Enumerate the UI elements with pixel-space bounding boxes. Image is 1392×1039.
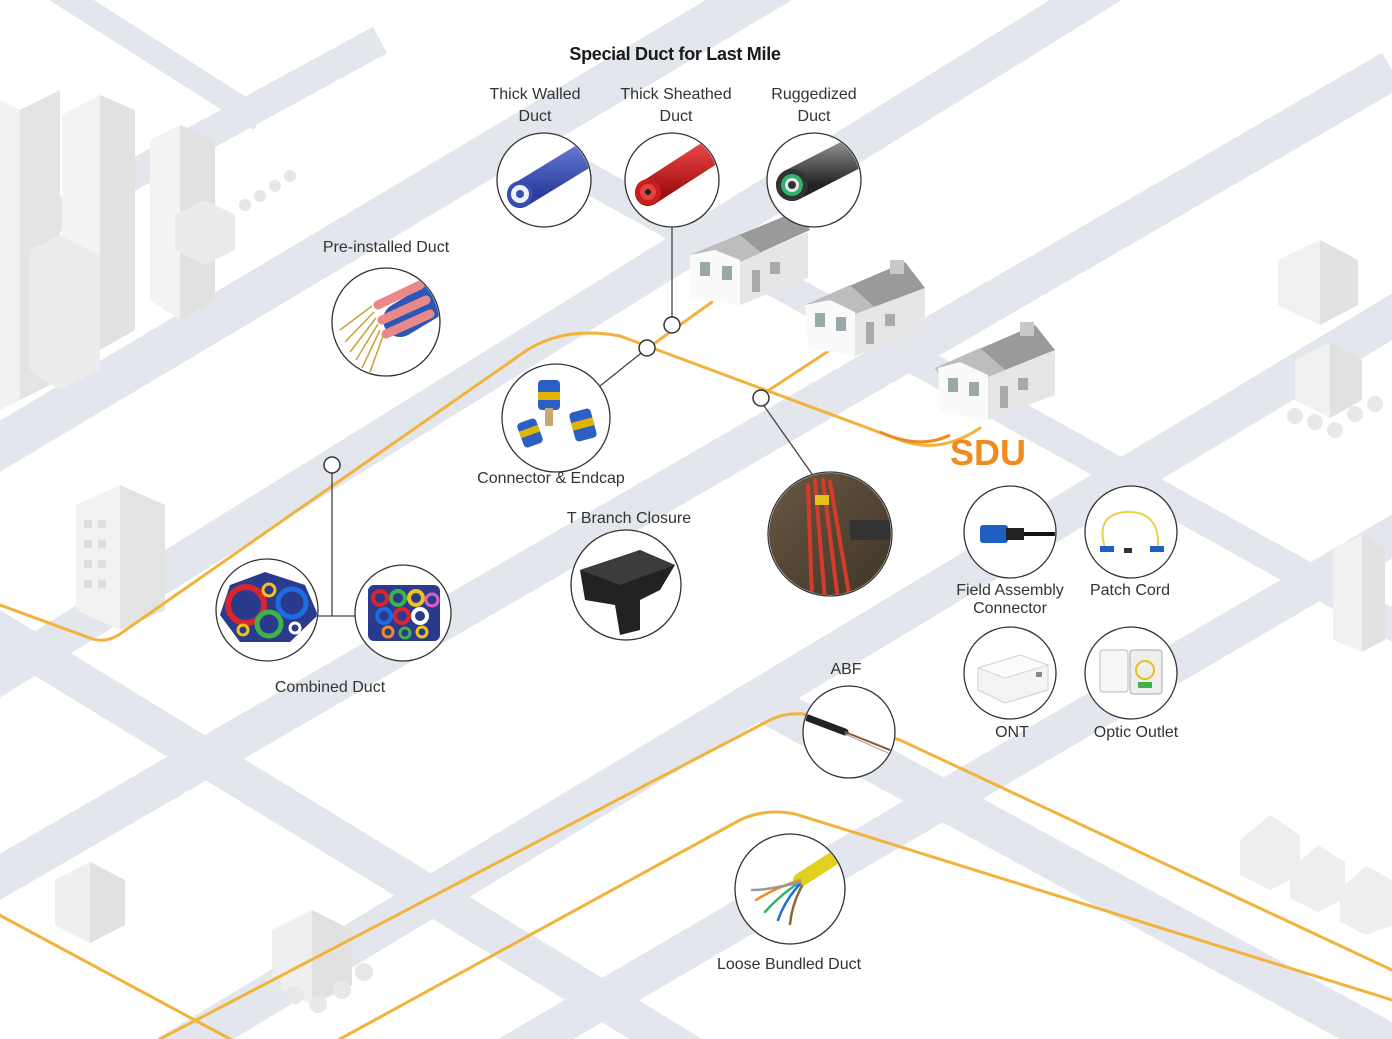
house-1 (690, 210, 810, 305)
label-optic-outlet: Optic Outlet (1093, 724, 1179, 741)
houses (690, 210, 1055, 420)
sdu-route (879, 430, 951, 444)
combined-duct-image-2[interactable] (354, 564, 452, 662)
junction-marker (752, 389, 770, 407)
thick-walled-duct-image[interactable] (496, 132, 610, 228)
junction-marker (323, 456, 341, 474)
t-branch-closure-image[interactable] (570, 529, 682, 641)
label-abf: ABF (830, 661, 862, 678)
label-patch-cord: Patch Cord (1089, 582, 1171, 599)
ont-image[interactable] (963, 626, 1057, 720)
label-t-branch-closure: T Branch Closure (566, 510, 692, 527)
optic-outlet-image[interactable] (1084, 626, 1178, 720)
junction-markers (323, 316, 770, 474)
pre-installed-duct-image[interactable] (331, 267, 450, 377)
abf-image[interactable] (802, 685, 896, 779)
page-title: Special Duct for Last Mile (569, 44, 781, 64)
label-combined-duct: Combined Duct (274, 679, 386, 696)
label-loose-bundled-duct: Loose Bundled Duct (716, 956, 862, 973)
splice-site-photo[interactable] (760, 470, 900, 600)
label-connector-endcap: Connector & Endcap (477, 470, 625, 487)
house-3 (935, 322, 1055, 420)
junction-marker (638, 339, 656, 357)
label-pre-installed-duct: Pre-installed Duct (322, 239, 450, 256)
connector-endcap-image[interactable] (501, 363, 611, 473)
house-2 (805, 260, 925, 356)
combined-duct-image-1[interactable] (215, 558, 319, 662)
label-ont: ONT (995, 724, 1029, 741)
patch-cord-image[interactable] (1084, 485, 1178, 579)
field-assembly-connector-image[interactable] (963, 485, 1060, 579)
callout-lines (317, 226, 813, 617)
sdu-label: SDU (950, 432, 1027, 473)
background-buildings (0, 90, 1392, 1013)
junction-marker (663, 316, 681, 334)
